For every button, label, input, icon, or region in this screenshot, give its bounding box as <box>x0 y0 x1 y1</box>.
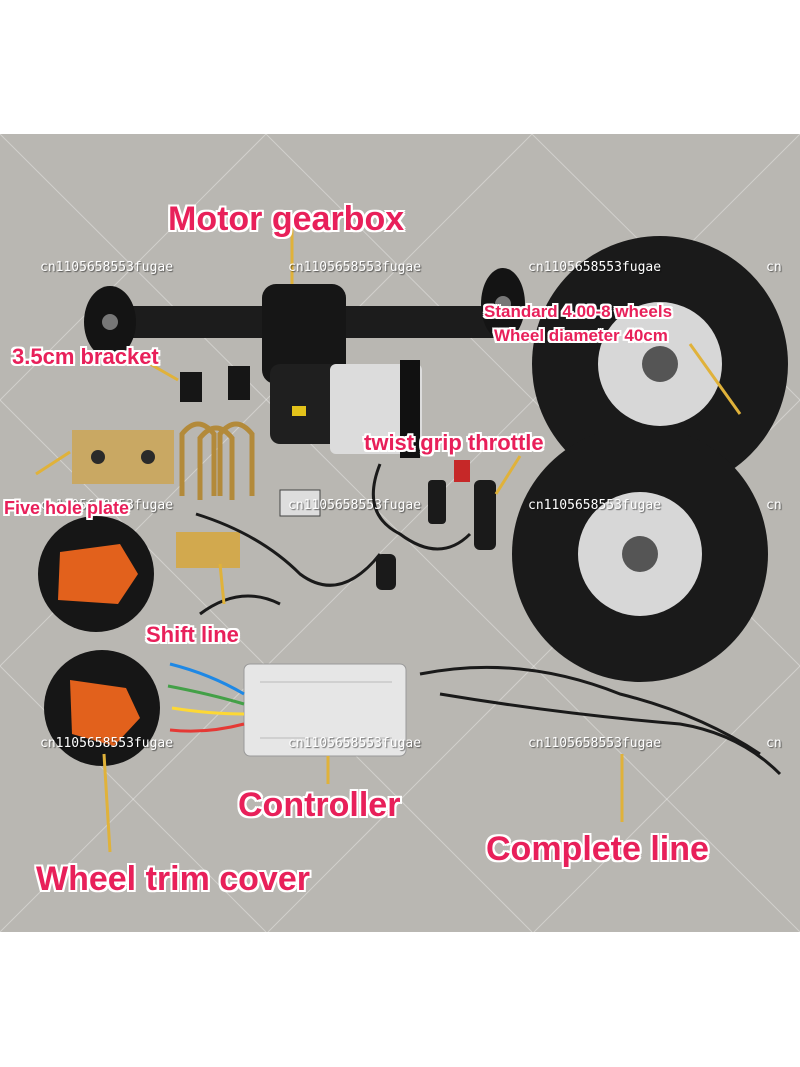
controller-box <box>243 663 407 757</box>
five-hole-plates <box>72 430 174 484</box>
label-motor-gearbox: Motor gearbox <box>168 200 405 238</box>
label-wheel-trim-cover: Wheel trim cover <box>36 860 310 898</box>
product-illustration <box>0 134 800 932</box>
label-throttle: twist grip throttle <box>364 430 544 455</box>
product-photo: cn1105658553fugae cn1105658553fugae cn11… <box>0 134 800 932</box>
watermark: cn1105658553fugae <box>40 736 174 751</box>
trim-cover-bottom <box>44 650 160 766</box>
label-wheels-line2: Wheel diameter 40cm <box>494 326 668 345</box>
controller-wires <box>167 662 245 733</box>
watermark: cn <box>766 736 782 751</box>
trim-cover-top <box>38 516 154 632</box>
gearbox <box>262 284 346 444</box>
motor <box>292 360 422 458</box>
watermark: cn1105658553fugae <box>40 498 174 513</box>
label-shift-line: Shift line <box>146 622 239 647</box>
throttle-grip <box>474 480 496 550</box>
watermark: cn1105658553fugae <box>528 736 662 751</box>
label-five-hole-plate: Five hole plate <box>4 498 130 518</box>
u-bolts <box>179 421 255 500</box>
label-controller: Controller <box>238 786 401 824</box>
watermark: cn1105658553fugae <box>528 498 662 513</box>
wires <box>195 463 782 776</box>
wheel-bottom <box>512 426 768 682</box>
display-unit <box>279 489 321 517</box>
watermark: cn1105658553fugae <box>40 260 174 275</box>
label-complete-line: Complete line <box>486 830 709 868</box>
label-bracket: 3.5cm bracket <box>12 344 159 369</box>
switch <box>454 460 470 482</box>
label-wheels-line1: Standard 4.00-8 wheels <box>484 302 673 321</box>
watermark: cn <box>766 498 782 513</box>
watermark: cn1105658553fugae <box>288 736 422 751</box>
brackets <box>180 366 250 402</box>
watermark: cn1105658553fugae <box>288 498 422 513</box>
grip <box>428 480 446 524</box>
watermark: cn <box>766 260 782 275</box>
ignition-key <box>376 554 396 590</box>
watermark: cn1105658553fugae <box>288 260 422 275</box>
wheel-top <box>532 236 788 492</box>
relay-box <box>176 532 240 568</box>
watermark: cn1105658553fugae <box>528 260 662 275</box>
callout-arrows <box>35 226 742 853</box>
